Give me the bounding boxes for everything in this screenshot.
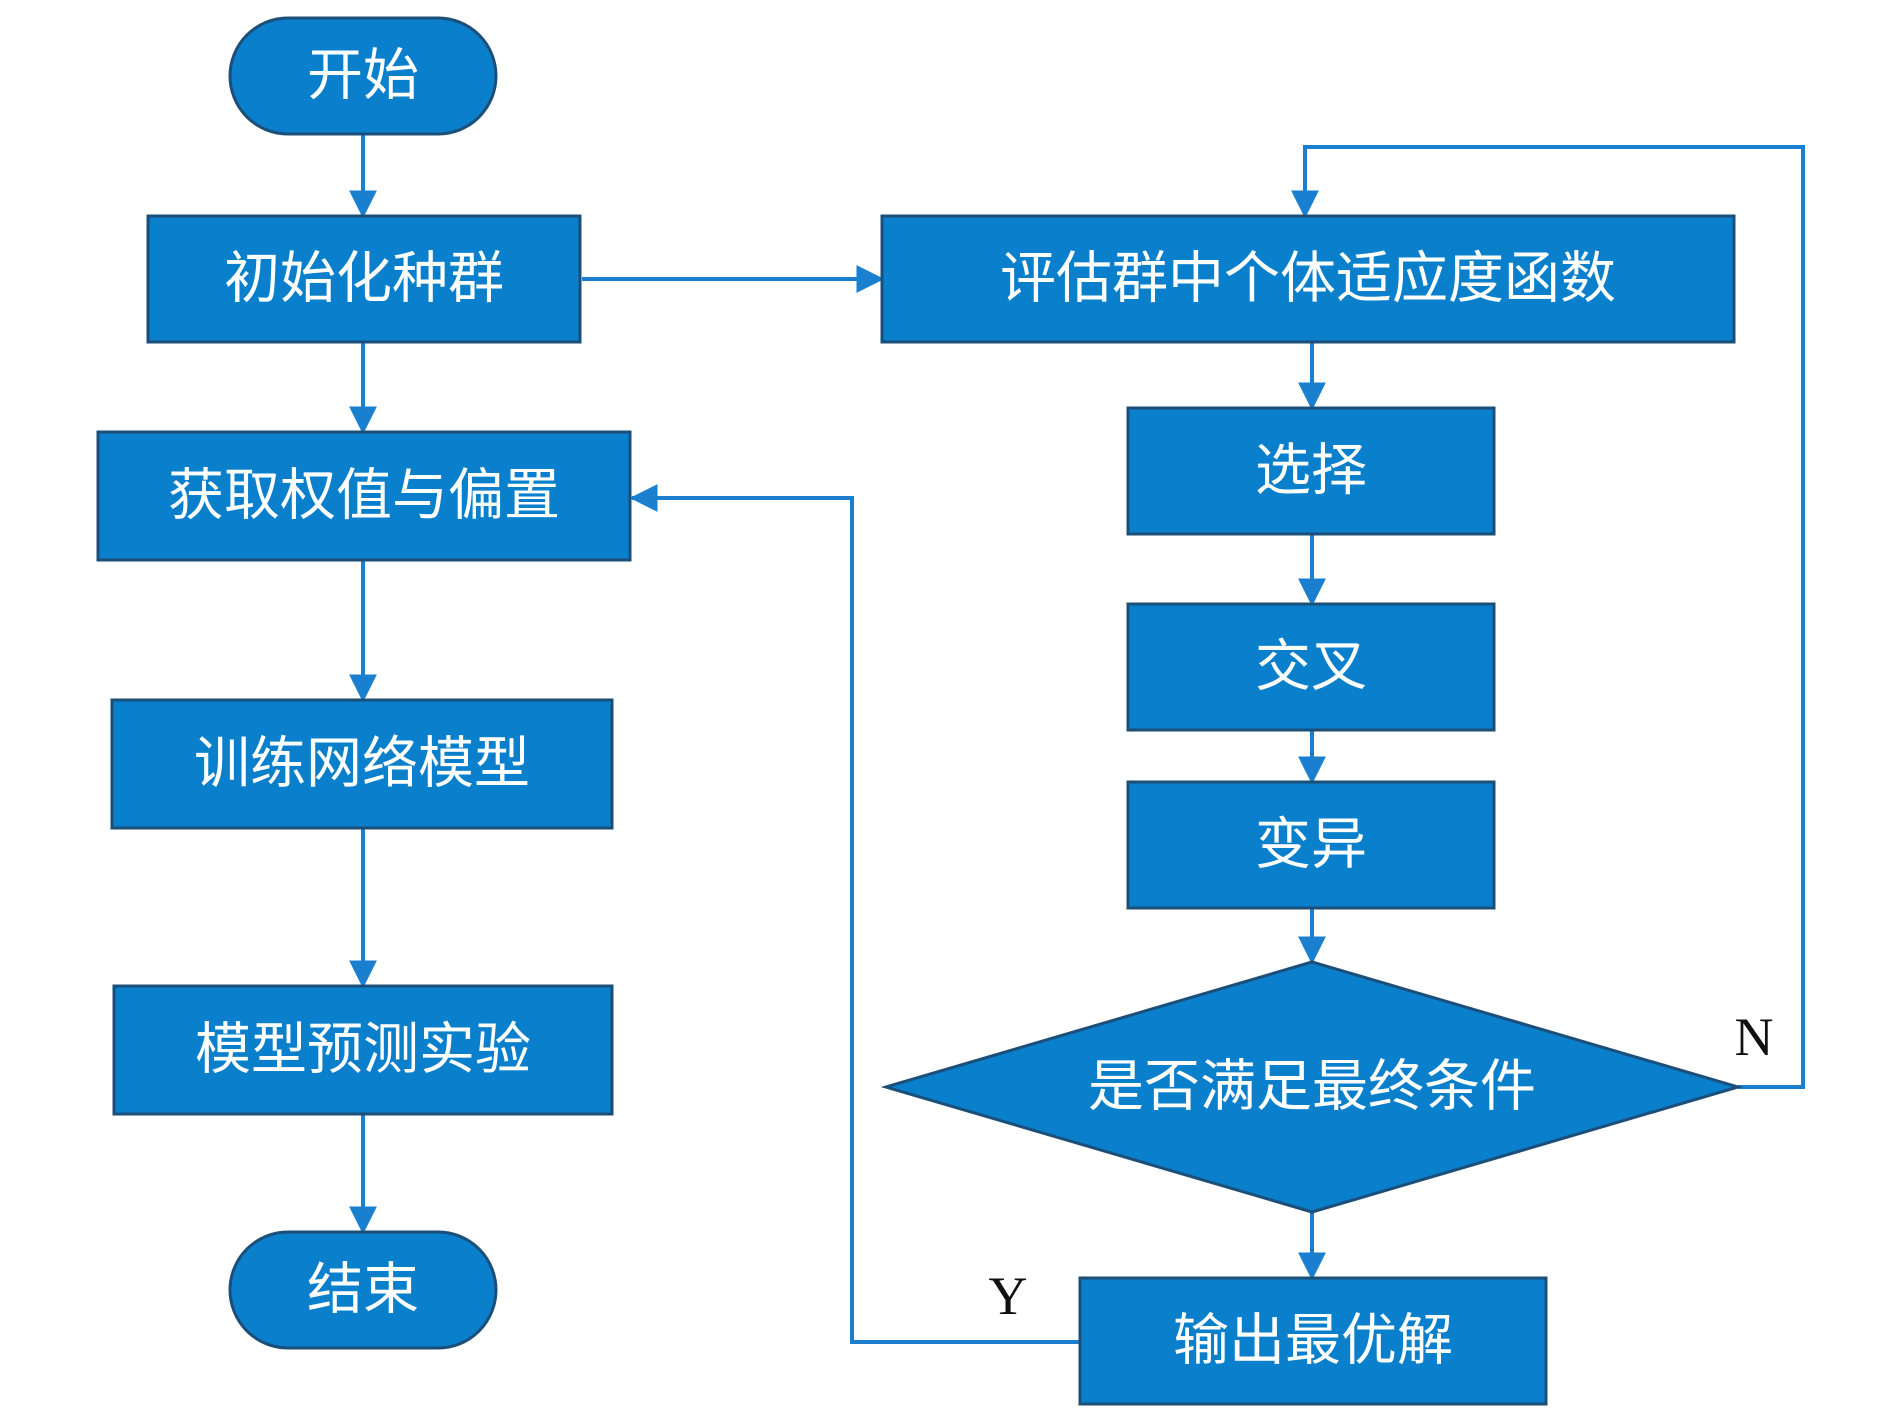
node-selection: 选择 bbox=[1126, 406, 1496, 536]
node-start-label: 开始 bbox=[307, 44, 419, 109]
node-condition-label: 是否满足最终条件 bbox=[1088, 1055, 1536, 1120]
node-selection-label: 选择 bbox=[1255, 439, 1367, 504]
node-predict-experiment: 模型预测实验 bbox=[112, 984, 614, 1116]
edges bbox=[349, 134, 1805, 1344]
node-output-best: 输出最优解 bbox=[1078, 1276, 1548, 1406]
node-end-label: 结束 bbox=[307, 1258, 419, 1323]
node-condition-diamond: 是否满足最终条件 bbox=[880, 960, 1744, 1214]
node-crossover-label: 交叉 bbox=[1255, 635, 1367, 700]
node-train-model: 训练网络模型 bbox=[110, 698, 614, 830]
node-predict-experiment-label: 模型预测实验 bbox=[195, 1018, 531, 1083]
node-get-weights-bias: 获取权值与偏置 bbox=[96, 430, 632, 562]
node-mutation-label: 变异 bbox=[1255, 813, 1367, 878]
node-init-population-label: 初始化种群 bbox=[224, 247, 504, 312]
node-train-model-label: 训练网络模型 bbox=[194, 732, 530, 797]
edge-output-yes-to-weights bbox=[629, 484, 1080, 1344]
edge-condition-no-loop bbox=[1291, 145, 1805, 1089]
node-evaluate-fitness-label: 评估群中个体适应度函数 bbox=[1000, 247, 1616, 312]
node-start: 开始 bbox=[228, 16, 498, 136]
branch-label-yes: Y bbox=[989, 1266, 1028, 1326]
node-evaluate-fitness: 评估群中个体适应度函数 bbox=[880, 214, 1736, 344]
node-output-best-label: 输出最优解 bbox=[1173, 1309, 1453, 1374]
branch-label-no: N bbox=[1735, 1007, 1774, 1067]
node-mutation: 变异 bbox=[1126, 780, 1496, 910]
node-crossover: 交叉 bbox=[1126, 602, 1496, 732]
node-end: 结束 bbox=[228, 1230, 498, 1350]
node-get-weights-bias-label: 获取权值与偏置 bbox=[168, 464, 560, 529]
node-init-population: 初始化种群 bbox=[146, 214, 582, 344]
